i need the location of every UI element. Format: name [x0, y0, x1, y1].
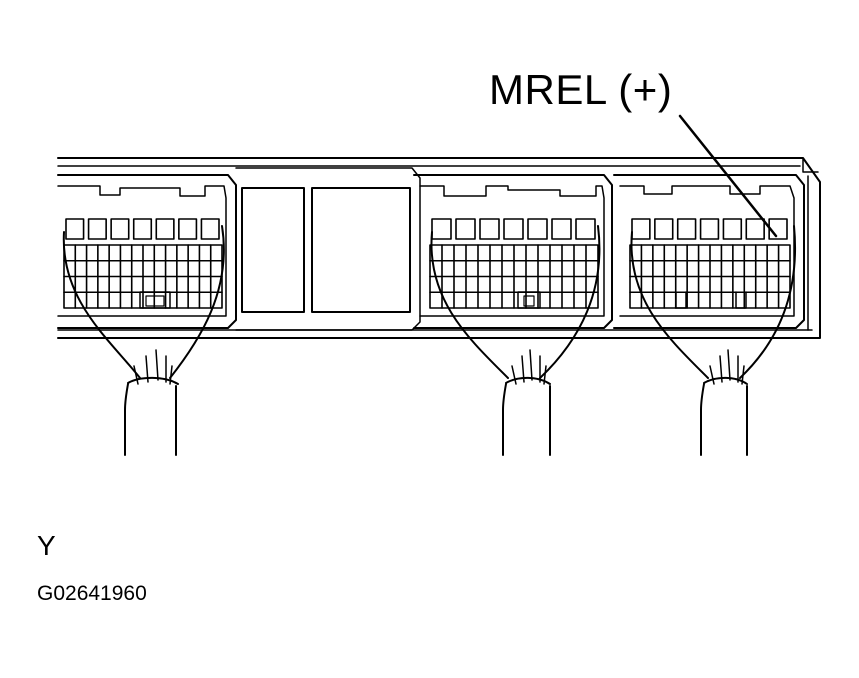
terminal-leader-line — [678, 114, 778, 238]
top-pin-cavity — [132, 218, 153, 240]
top-pin-cavity — [575, 218, 596, 240]
top-pin-cavity — [178, 218, 198, 240]
top-pin-cavity — [431, 218, 452, 240]
middle-connector — [413, 174, 613, 456]
left-connector — [57, 174, 237, 456]
top-pin-cavity — [110, 218, 130, 240]
middle-top-pins — [431, 218, 596, 240]
top-pin-cavity — [479, 218, 500, 240]
top-pin-cavity — [654, 218, 674, 240]
figure-code: G02641960 — [37, 582, 147, 605]
top-pin-cavity — [65, 218, 85, 240]
right-pin-grid — [629, 244, 791, 309]
right-top-pins — [631, 218, 788, 240]
ecu-housing — [57, 157, 821, 339]
top-pin-cavity — [699, 218, 720, 240]
center-blank-section — [235, 167, 421, 331]
top-pin-cavity — [200, 218, 220, 240]
top-pin-cavity — [87, 218, 107, 240]
top-pin-cavity — [676, 218, 697, 240]
top-pin-cavity — [722, 218, 743, 240]
top-pin-cavity — [527, 218, 548, 240]
top-pin-cavity — [631, 218, 651, 240]
top-pin-cavity — [503, 218, 524, 240]
top-pin-cavity — [155, 218, 175, 240]
top-pin-cavity — [455, 218, 476, 240]
view-label: Y — [37, 530, 56, 561]
right-connector — [613, 174, 805, 456]
terminal-label-mrel: MREL (+) — [489, 66, 673, 113]
middle-pin-grid — [429, 244, 599, 309]
top-pin-cavity — [745, 218, 765, 240]
left-top-pins — [65, 218, 220, 240]
top-pin-cavity — [551, 218, 572, 240]
left-pin-grid — [63, 244, 223, 309]
